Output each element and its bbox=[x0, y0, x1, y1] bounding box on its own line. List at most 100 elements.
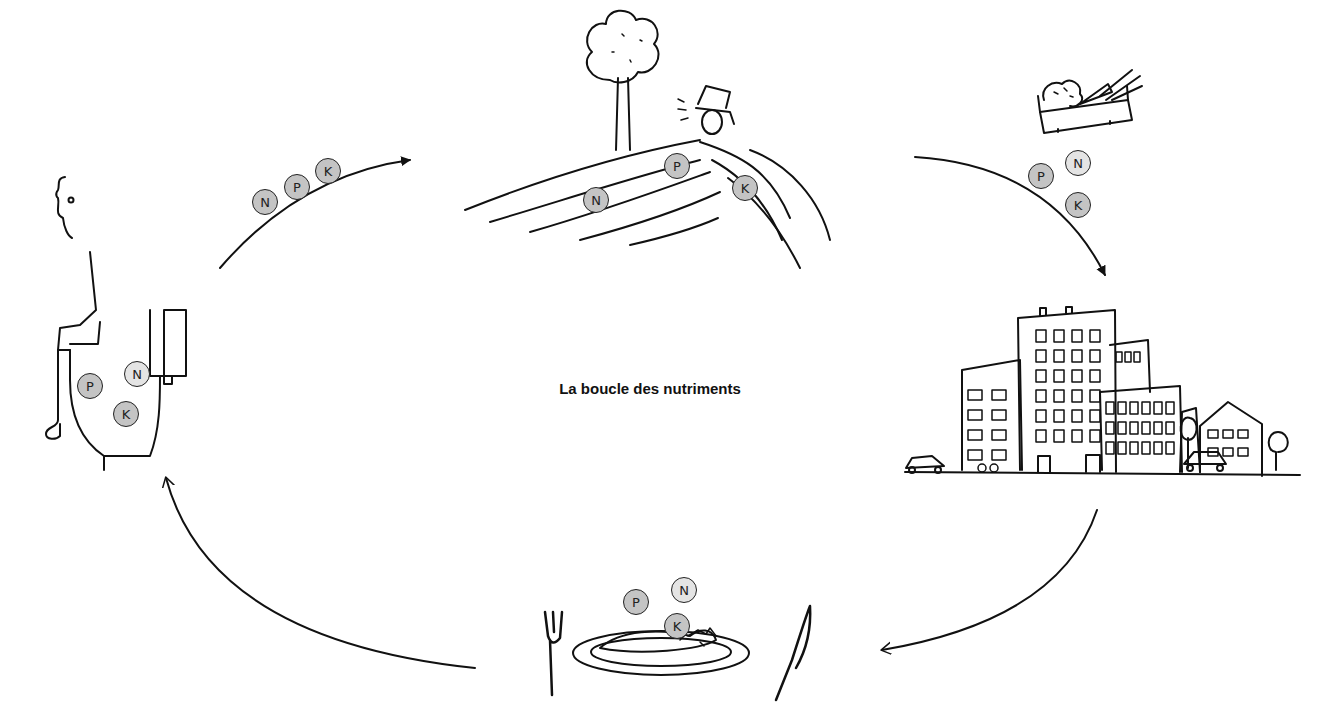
nutrient-circle: N bbox=[252, 189, 278, 215]
nutrient-letter: P bbox=[1037, 170, 1045, 183]
window bbox=[968, 430, 982, 440]
window bbox=[1142, 442, 1150, 454]
nutrient-circle: K bbox=[113, 401, 139, 427]
window bbox=[1154, 442, 1162, 454]
nutrient-circle: K bbox=[315, 158, 341, 184]
window bbox=[1054, 390, 1064, 402]
nutrient-circle: K bbox=[664, 613, 690, 639]
window bbox=[1125, 352, 1131, 362]
nutrient-letter: P bbox=[86, 380, 94, 393]
window bbox=[1118, 402, 1126, 414]
window bbox=[1130, 422, 1138, 434]
window bbox=[968, 390, 982, 400]
window bbox=[992, 430, 1006, 440]
vegetable-crate bbox=[1038, 70, 1142, 133]
window bbox=[1118, 442, 1126, 454]
nutrient-circle: K bbox=[1065, 192, 1091, 218]
city bbox=[905, 307, 1300, 476]
window bbox=[1072, 410, 1082, 422]
window bbox=[968, 450, 982, 460]
person-on-toilet bbox=[46, 177, 186, 470]
nutrient-letter: N bbox=[679, 584, 689, 597]
nutrient-letter: N bbox=[591, 194, 601, 207]
window bbox=[1090, 350, 1100, 362]
nutrient-letter: P bbox=[673, 160, 681, 173]
nutrient-circle: P bbox=[77, 373, 103, 399]
window bbox=[1072, 430, 1082, 442]
window bbox=[1223, 448, 1233, 456]
window bbox=[1166, 422, 1174, 434]
window bbox=[1154, 402, 1162, 414]
nutrient-circle: P bbox=[623, 589, 649, 615]
window bbox=[992, 410, 1006, 420]
nutrient-letter: K bbox=[324, 165, 333, 178]
window bbox=[992, 390, 1006, 400]
window bbox=[1036, 390, 1046, 402]
cycle-arrow bbox=[166, 478, 475, 668]
nutrient-letter: K bbox=[741, 182, 750, 195]
window bbox=[1130, 442, 1138, 454]
window bbox=[1054, 430, 1064, 442]
window bbox=[1072, 330, 1082, 342]
window bbox=[1106, 422, 1114, 434]
window bbox=[1072, 350, 1082, 362]
nutrient-letter: K bbox=[1074, 199, 1083, 212]
nutrient-circle: N bbox=[583, 187, 609, 213]
window bbox=[1142, 422, 1150, 434]
window bbox=[1208, 430, 1218, 438]
diagram-title: La boucle des nutriments bbox=[559, 380, 741, 397]
window bbox=[1223, 430, 1233, 438]
window bbox=[1072, 370, 1082, 382]
window bbox=[968, 410, 982, 420]
window bbox=[1090, 410, 1100, 422]
nutrient-circle: P bbox=[664, 153, 690, 179]
nutrient-letter: N bbox=[260, 196, 270, 209]
window bbox=[1154, 422, 1162, 434]
window bbox=[1134, 352, 1140, 362]
cycle-arrow bbox=[882, 510, 1097, 650]
window bbox=[1054, 410, 1064, 422]
window bbox=[1238, 430, 1248, 438]
window bbox=[1166, 402, 1174, 414]
window bbox=[1166, 442, 1174, 454]
nutrient-circle: N bbox=[124, 361, 150, 387]
nutrient-letter: K bbox=[122, 408, 131, 421]
window bbox=[1130, 402, 1138, 414]
window bbox=[1054, 350, 1064, 362]
nutrient-letter: P bbox=[293, 181, 301, 194]
window bbox=[1090, 330, 1100, 342]
field bbox=[465, 140, 830, 268]
nutrient-letter: N bbox=[1073, 157, 1083, 170]
window bbox=[992, 450, 1006, 460]
nutrient-letter: N bbox=[132, 368, 142, 381]
window bbox=[1036, 350, 1046, 362]
window bbox=[1090, 430, 1100, 442]
nutrient-letter: P bbox=[632, 596, 640, 609]
window bbox=[1142, 402, 1150, 414]
window bbox=[1090, 390, 1100, 402]
window bbox=[1106, 402, 1114, 414]
window bbox=[1054, 330, 1064, 342]
window bbox=[1036, 330, 1046, 342]
window bbox=[1036, 410, 1046, 422]
window bbox=[1116, 352, 1122, 362]
plate-fork-knife bbox=[545, 606, 810, 700]
nutrient-circle: N bbox=[671, 577, 697, 603]
tree bbox=[587, 11, 659, 150]
city-windows bbox=[968, 330, 1248, 460]
nutrient-circle: P bbox=[284, 174, 310, 200]
window bbox=[1106, 442, 1114, 454]
window bbox=[1036, 430, 1046, 442]
window bbox=[1054, 370, 1064, 382]
window bbox=[1238, 448, 1248, 456]
nutrient-letter: K bbox=[673, 620, 682, 633]
cycle-arrow bbox=[220, 160, 410, 268]
nutrient-circle: P bbox=[1028, 163, 1054, 189]
window bbox=[1036, 370, 1046, 382]
nutrient-circle: N bbox=[1065, 150, 1091, 176]
nutrient-circle: K bbox=[732, 175, 758, 201]
window bbox=[1072, 390, 1082, 402]
tractor bbox=[678, 86, 734, 134]
